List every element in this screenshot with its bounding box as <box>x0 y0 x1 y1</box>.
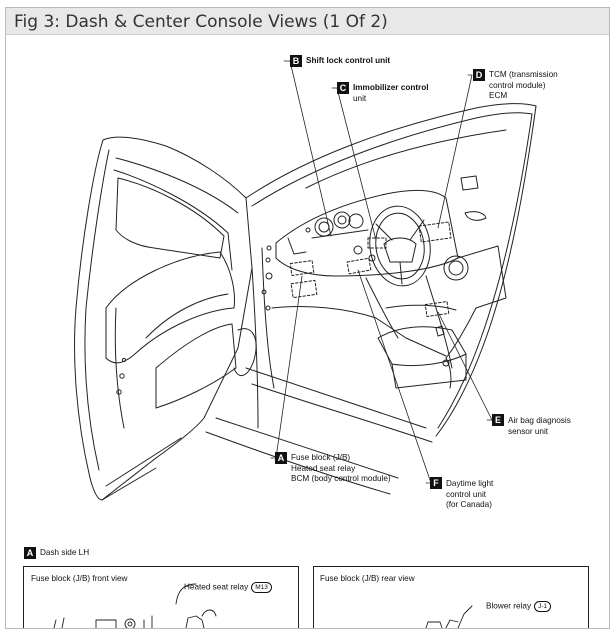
door-outline <box>74 136 253 501</box>
callout-label-c: Immobilizer control unit <box>353 83 429 104</box>
title-bar: Fig 3: Dash & Center Console Views (1 Of… <box>6 8 609 35</box>
callout-d-line: TCM (transmission <box>489 70 558 79</box>
callout-badge-c: C <box>337 82 349 94</box>
section-a-label: Dash side LH <box>40 548 90 557</box>
figure-title: Fig 3: Dash & Center Console Views (1 Of… <box>14 12 388 32</box>
callout-f-line: (for Canada) <box>446 500 492 509</box>
callout-e-line: Air bag diagnosis <box>508 416 571 425</box>
callout-d-line: control module) <box>489 80 546 90</box>
callout-badge-d: D <box>473 69 485 81</box>
comp-box-e <box>424 301 450 317</box>
fuse-block-front-panel: Fuse block (J/B) front view Heated seat … <box>23 566 299 628</box>
callout-c-line: unit <box>353 93 367 103</box>
callout-badge-f: F <box>430 477 442 489</box>
callout-badge-a: A <box>275 452 287 464</box>
comp-box-d <box>418 221 452 243</box>
callout-f-line: Daytime light <box>446 479 494 488</box>
panel-left-title: Fuse block (J/B) front view <box>31 574 128 583</box>
relay-tag-j1: J-1 <box>534 601 552 612</box>
steering-wheel <box>369 205 431 287</box>
panel-right-title: Fuse block (J/B) rear view <box>320 574 415 583</box>
comp-box-c <box>367 237 387 249</box>
callout-a-line: BCM (body control module) <box>291 474 391 483</box>
leader-d <box>437 74 473 229</box>
callout-a-line: Heated seat relay <box>291 463 356 473</box>
relay-label-text: Heated seat relay <box>184 582 249 592</box>
callout-e-line: sensor unit <box>508 426 549 436</box>
callout-badge-e: E <box>492 414 504 426</box>
relay-tag-m13: M13 <box>251 582 272 593</box>
leader-b <box>283 60 332 237</box>
a-pillar <box>245 103 537 199</box>
callout-f-line: control unit <box>446 489 487 499</box>
callout-label-d: TCM (transmission control module) ECM <box>489 70 558 102</box>
comp-box-a <box>289 260 315 276</box>
callout-c-line: Immobilizer control <box>353 83 429 92</box>
leader-f <box>357 269 432 484</box>
callout-label-e: Air bag diagnosis sensor unit <box>508 416 571 437</box>
figure-frame: Fig 3: Dash & Center Console Views (1 Of… <box>5 7 610 629</box>
callout-b-line: Shift lock control unit <box>306 56 391 65</box>
section-badge-a: A <box>24 547 36 559</box>
callout-label-a: Fuse block (J/B) Heated seat relay BCM (… <box>291 453 391 485</box>
relay-label-text: Blower relay <box>486 601 532 611</box>
door-armrest <box>105 251 235 364</box>
comp-box-b <box>346 257 372 275</box>
callout-a-line: Fuse block (J/B) <box>291 453 351 462</box>
callout-label-b: Shift lock control unit <box>306 56 390 67</box>
callout-d-line: ECM <box>489 91 508 100</box>
comp-box-f <box>290 279 318 299</box>
callout-label-f: Daytime light control unit (for Canada) <box>446 479 493 511</box>
callout-badge-b: B <box>290 55 302 67</box>
leader-a <box>270 275 303 459</box>
